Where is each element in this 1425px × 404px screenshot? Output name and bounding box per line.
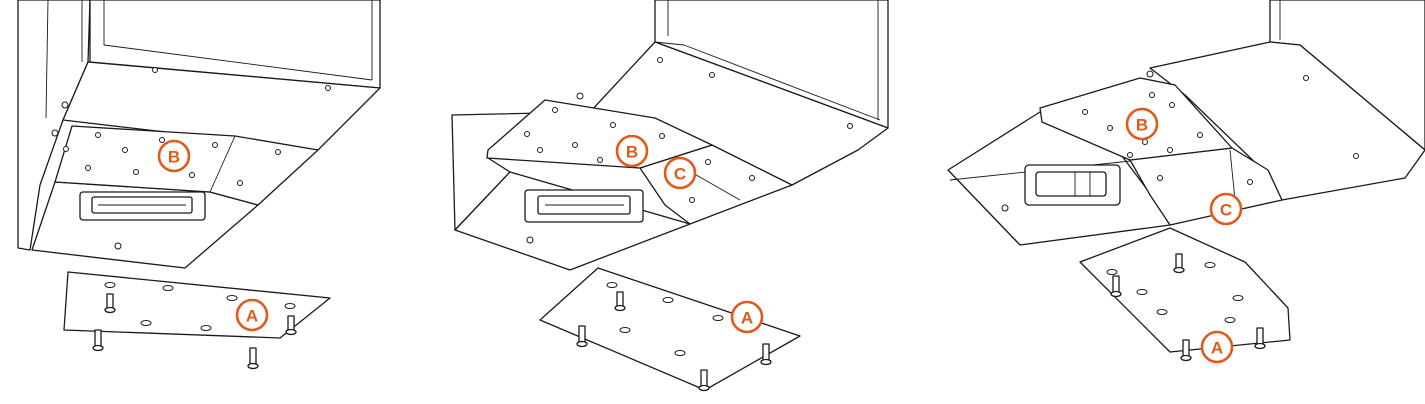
plate-a (1079, 227, 1291, 353)
step-3-panel: B C A (947, 0, 1425, 364)
callout-b: B (157, 139, 191, 173)
screw (698, 369, 710, 392)
svg-text:C: C (1220, 201, 1232, 220)
screw (104, 293, 116, 314)
screw (247, 347, 259, 370)
svg-text:B: B (168, 148, 180, 167)
screw (760, 343, 772, 366)
callout-b: B (1125, 107, 1159, 141)
callout-c: C (1209, 192, 1243, 226)
callout-c: C (663, 156, 697, 190)
callout-b: B (615, 134, 649, 168)
screw (1180, 339, 1192, 362)
svg-text:C: C (674, 165, 686, 184)
callout-a: A (1200, 330, 1234, 364)
cabinet-body (947, 0, 1425, 246)
screw (285, 315, 297, 336)
screw (92, 329, 104, 352)
svg-text:A: A (1211, 339, 1223, 358)
cabinet-body (17, 0, 381, 251)
step-2-panel: B C A (451, 0, 889, 392)
callout-a: A (235, 298, 269, 332)
svg-text:A: A (246, 307, 258, 326)
svg-text:B: B (1136, 116, 1148, 135)
svg-text:A: A (741, 309, 753, 328)
screw (1173, 253, 1185, 274)
plate-c (1129, 147, 1283, 226)
screw (576, 325, 588, 348)
screw (614, 291, 626, 312)
callout-a: A (730, 300, 764, 334)
screw (1254, 327, 1266, 350)
screw (1110, 275, 1122, 298)
svg-text:B: B (626, 143, 638, 162)
step-1-panel: B A (17, 0, 381, 370)
